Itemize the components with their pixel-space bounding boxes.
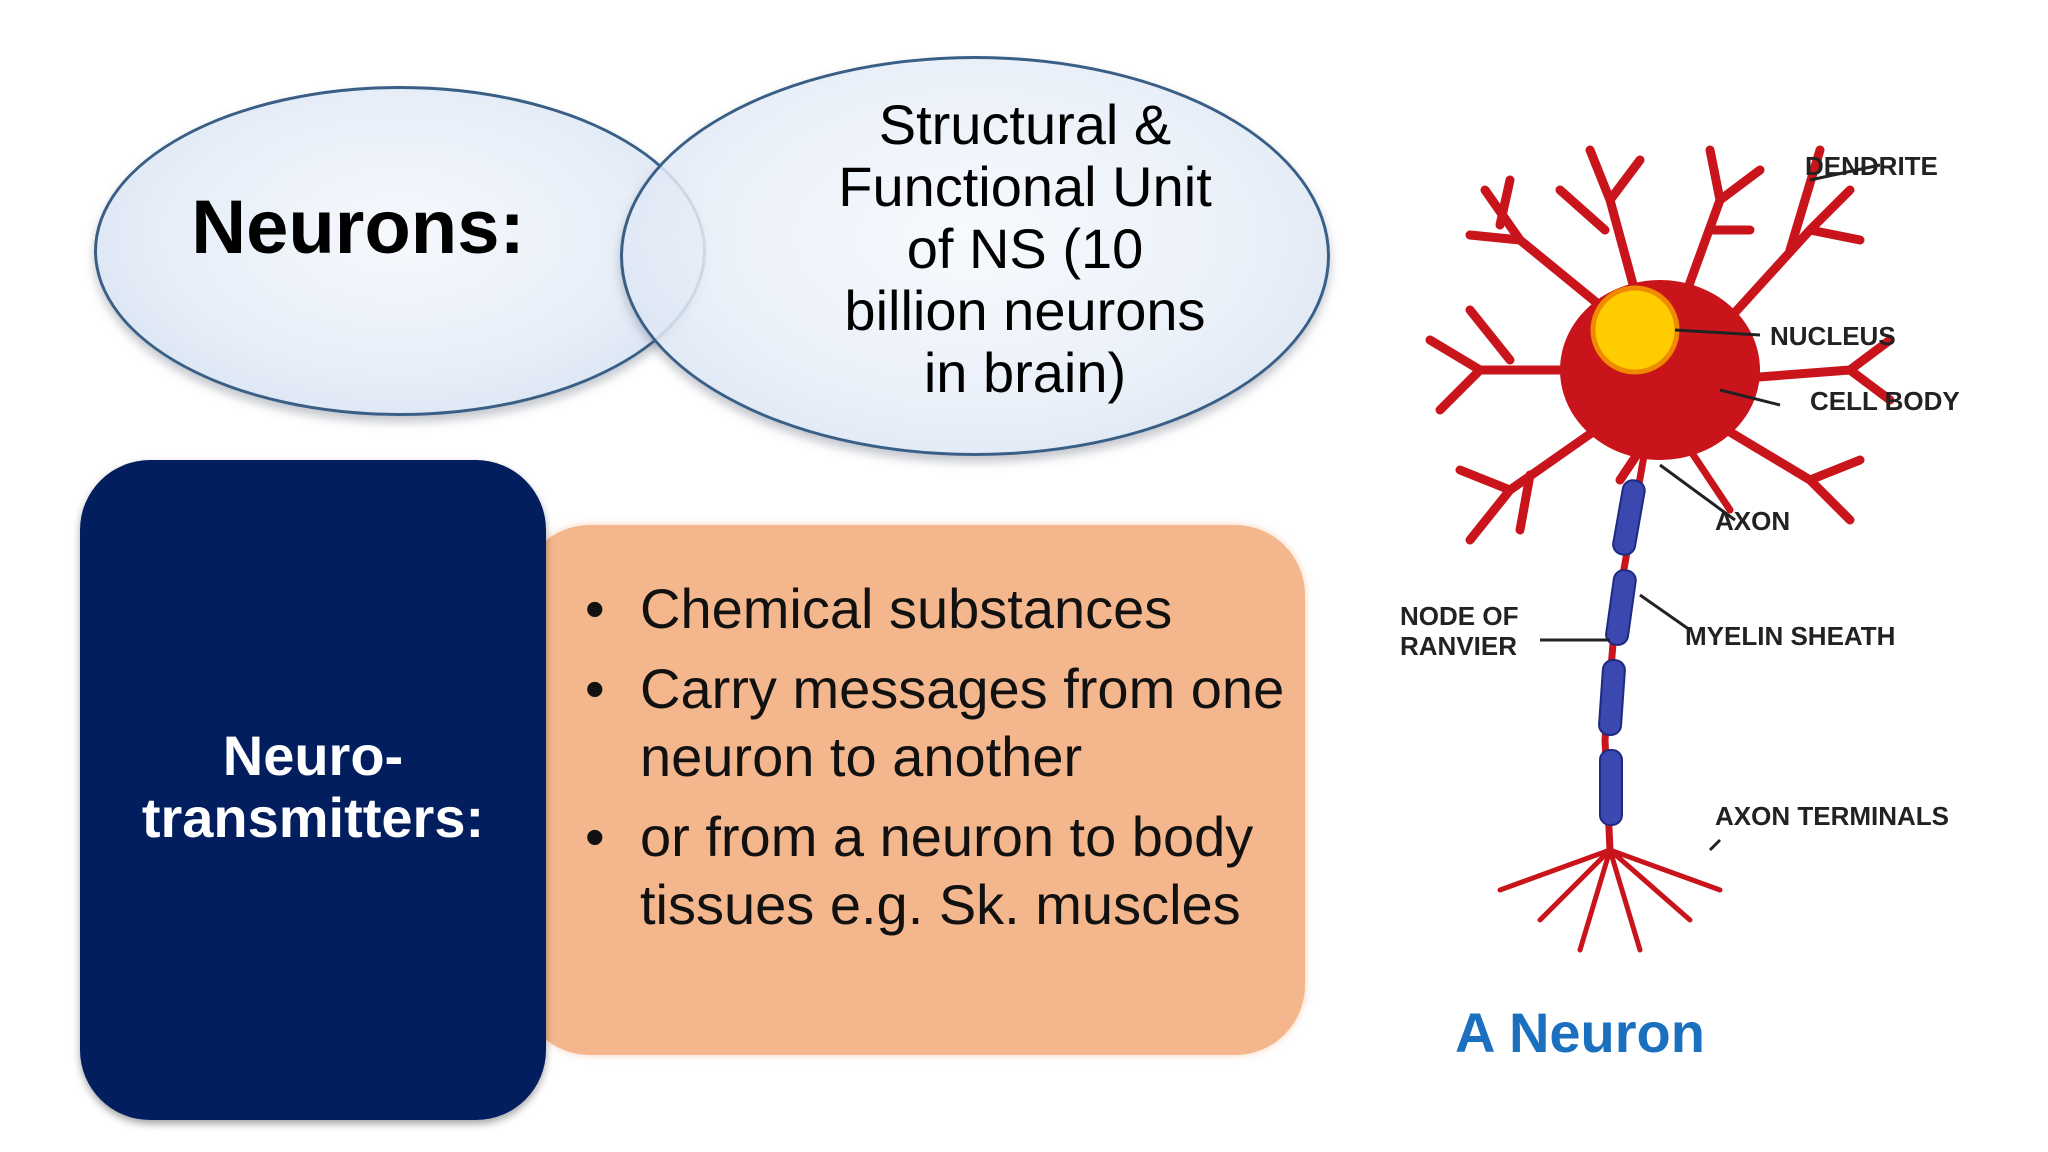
label-cell-body: CELL BODY (1810, 386, 1960, 416)
neuron-caption: A Neuron (1455, 1001, 1705, 1064)
label-axon-terminals: AXON TERMINALS (1715, 801, 1949, 831)
bullet-item: Chemical substances (585, 575, 1285, 643)
label-dendrite: DENDRITE (1805, 151, 1938, 181)
myelin-segment (1612, 479, 1646, 556)
neuron-definition-ellipse (620, 56, 1330, 456)
neurotransmitter-title-box (80, 460, 546, 1120)
label-nucleus: NUCLEUS (1770, 321, 1896, 351)
label-node-of-ranvier-line2: RANVIER (1400, 631, 1517, 661)
myelin-segment (1599, 749, 1623, 826)
myelin-segment (1605, 569, 1637, 646)
neuron-illustration: DENDRITE NUCLEUS CELL BODY AXON NODE OF … (1400, 145, 1960, 953)
neurons-title: Neurons: (191, 185, 525, 270)
bullet-item: Carry messages from one neuron to anothe… (585, 655, 1285, 791)
neurons-ellipse (94, 86, 706, 416)
bullet-item: or from a neuron to body tissues e.g. Sk… (585, 803, 1285, 939)
label-node-of-ranvier-line1: NODE OF (1400, 601, 1518, 631)
neuron-diagram: DENDRITE NUCLEUS CELL BODY AXON NODE OF … (1400, 145, 1960, 953)
neurotransmitter-bullet-list: Chemical substances Carry messages from … (585, 575, 1285, 951)
neurotransmitters-title: Neuro- transmitters: (141, 724, 485, 849)
neuron-definition-text: Structural & Functional Unit of NS (10 b… (838, 93, 1212, 404)
myelin-segment (1598, 658, 1626, 737)
label-myelin-sheath: MYELIN SHEATH (1685, 621, 1895, 651)
label-axon: AXON (1715, 506, 1790, 536)
nucleus (1590, 285, 1680, 375)
